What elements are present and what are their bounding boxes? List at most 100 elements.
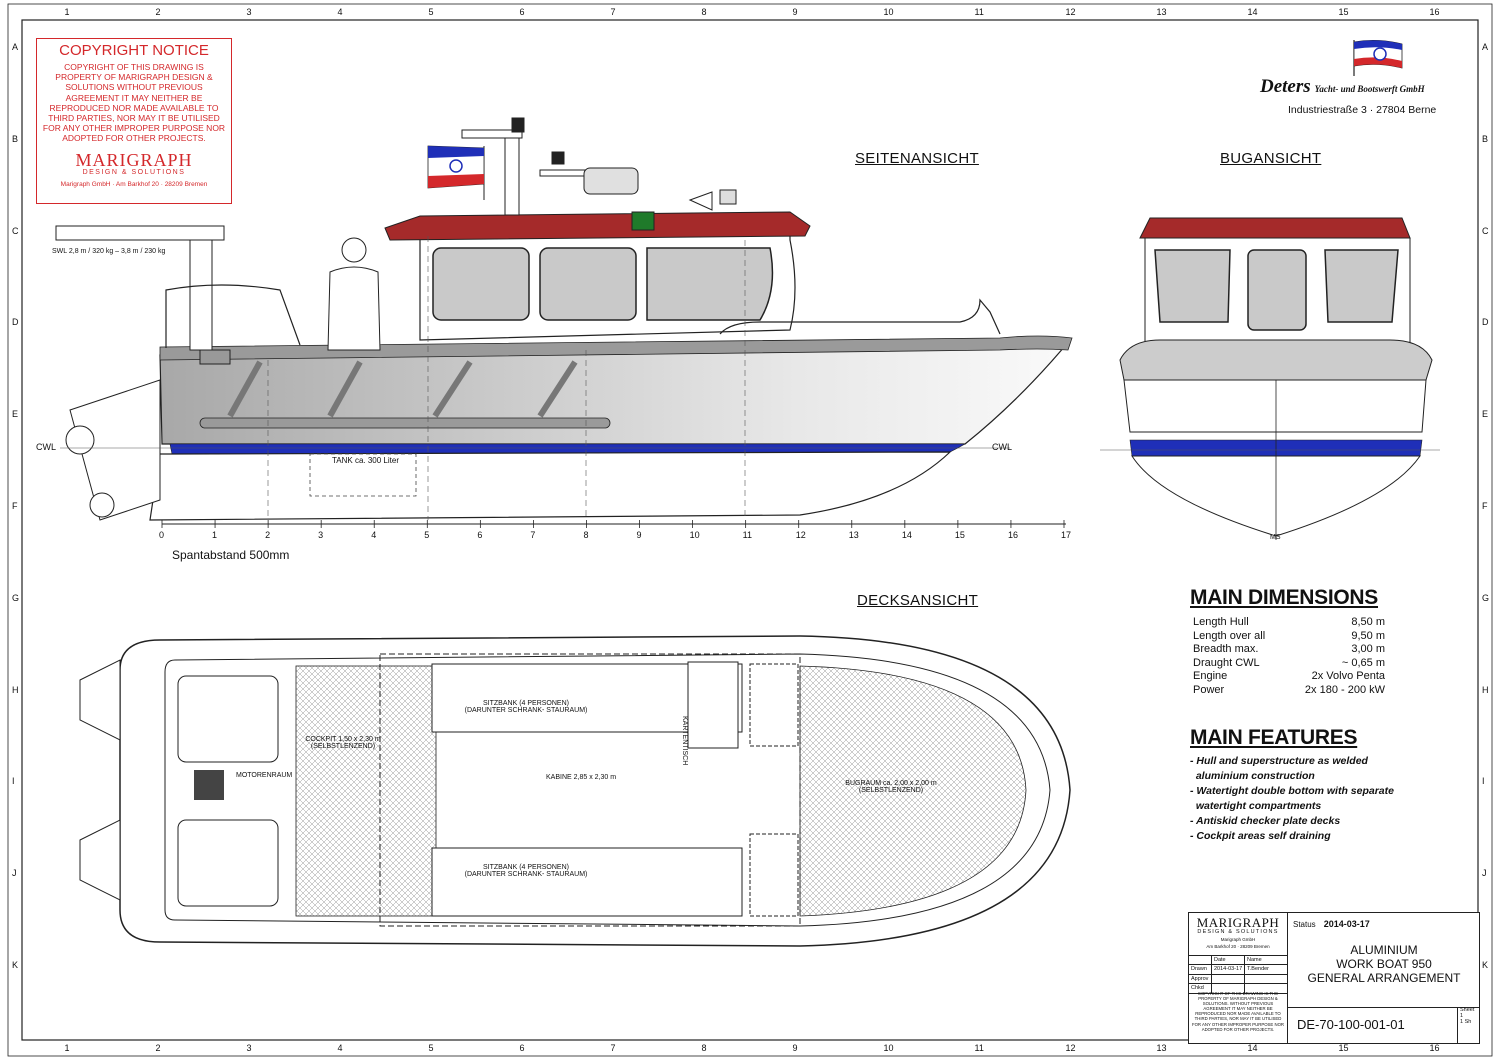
feature-item: aluminium construction — [1190, 770, 1315, 782]
grid-row-right: F — [1482, 501, 1488, 511]
frame-number: 5 — [424, 530, 430, 540]
tb-chkd: Chkd — [1189, 984, 1212, 993]
tb-drawn-name: T.Bender — [1247, 966, 1270, 973]
tb-drawn: Drawn — [1189, 965, 1212, 974]
grid-col-bottom: 11 — [974, 1043, 984, 1053]
grid-col-bottom: 2 — [155, 1043, 161, 1053]
grid-col-bottom: 14 — [1247, 1043, 1258, 1053]
tb-hdr-name: Name — [1247, 957, 1262, 963]
grid-row-right: H — [1482, 684, 1489, 695]
tb-logo-addr1: Marigraph GmbH — [1220, 937, 1256, 942]
deck-seat-top-label: SITZBANK (4 PERSONEN) — [483, 700, 569, 707]
crane-swl-label: SWL 2,8 m / 320 kg – 3,8 m / 230 kg — [52, 248, 166, 255]
dimension-label: Breadth max. — [1193, 643, 1259, 655]
grid-col-top: 11 — [974, 7, 984, 17]
tb-logo-sub: DESIGN & SOLUTIONS — [1197, 929, 1279, 935]
frame-number: 0 — [159, 530, 165, 540]
deck-engine-room: MOTORENRAUM — [236, 772, 293, 779]
grid-row-right: B — [1482, 133, 1489, 144]
deck-view-title: DECKSANSICHT — [857, 592, 979, 609]
tb-sheet-label: Sheet — [1460, 1007, 1475, 1013]
grid-row-left: A — [12, 41, 19, 52]
grid-col-bottom: 7 — [610, 1043, 616, 1053]
frame-number: 11 — [742, 530, 752, 540]
deck-seat-top: SITZBANK (4 PERSONEN) (DARUNTER SCHRANK-… — [456, 700, 596, 714]
dimension-label: Length over all — [1193, 629, 1266, 642]
deck-seat-bottom-sub: (DARUNTER SCHRANK- STAURAUM) — [464, 871, 588, 878]
frame-number: 2 — [265, 530, 271, 540]
dimension-row: Breadth max.3,00 m — [1193, 643, 1385, 657]
frame-number: 4 — [371, 530, 377, 540]
grid-row-right: D — [1482, 317, 1489, 328]
tb-sheet-value: 1 — [1460, 1013, 1464, 1019]
frame-number: 14 — [901, 530, 912, 540]
dimension-value: 2x Volvo Penta — [1311, 670, 1385, 682]
grid-row-right: I — [1482, 776, 1485, 787]
copyright-body: COPYRIGHT OF THIS DRAWING IS PROPERTY OF… — [42, 62, 226, 144]
grid-col-bottom: 1 — [64, 1043, 70, 1053]
grid-row-left: H — [12, 684, 19, 695]
grid-col-top: 15 — [1338, 7, 1349, 17]
tb-divider — [1287, 1007, 1479, 1008]
deck-bow-space-sub: (SELBSTLENZEND) — [858, 787, 924, 794]
grid-row-right: A — [1482, 41, 1489, 52]
grid-col-bottom: 9 — [792, 1043, 798, 1053]
grid-col-top: 7 — [610, 7, 616, 17]
grid-row-right: K — [1482, 960, 1489, 971]
deck-cockpit-sub: (SELBSTLENZEND) — [310, 743, 376, 750]
deck-seat-top-sub: (DARUNTER SCHRANK- STAURAUM) — [464, 707, 588, 714]
tb-drawing-name: ALUMINIUM WORK BOAT 950 GENERAL ARRANGEM… — [1289, 943, 1479, 985]
deck-cockpit: COCKPIT 1,50 x 2,30 m (SELBSTLENZEND) — [298, 736, 388, 750]
tb-approv: Approv — [1189, 974, 1212, 984]
cwl-label-left: CWL — [36, 442, 56, 452]
grid-col-bottom: 5 — [428, 1043, 434, 1053]
deters-flag-icon — [1353, 40, 1403, 76]
frame-number: 13 — [848, 530, 859, 540]
tb-name-line3: GENERAL ARRANGEMENT — [1307, 971, 1461, 985]
grid-row-right: J — [1482, 868, 1487, 879]
grid-col-top: 10 — [883, 7, 894, 17]
tb-drawn-date: 2014-03-17 — [1212, 965, 1245, 974]
marigraph-logo: MARIGRAPH — [75, 149, 193, 170]
tb-sheet: Sheet 1 1 Sh — [1457, 1007, 1480, 1043]
grid-row-left: C — [12, 225, 19, 236]
grid-col-bottom: 3 — [246, 1043, 252, 1053]
tb-logo-addr2: Am Barkhof 20 · 28209 Bremen — [1206, 944, 1270, 949]
tb-status-label: Status — [1293, 920, 1316, 929]
marigraph-logo-sub: DESIGN & SOLUTIONS — [82, 168, 186, 176]
deck-seat-bottom: SITZBANK (4 PERSONEN) (DARUNTER SCHRANK-… — [456, 864, 596, 878]
grid-col-top: 1 — [64, 7, 70, 17]
grid-row-right: E — [1482, 409, 1489, 420]
deck-cockpit-label: COCKPIT 1,50 x 2,30 m — [305, 736, 381, 743]
deck-bow-space-label: BUGRAUM ca. 2,00 x 2,00 m — [845, 780, 937, 787]
grid-row-left: G — [12, 592, 20, 603]
grid-col-top: 8 — [701, 7, 707, 17]
tb-copyright-note: COPYRIGHT OF THIS DRAWING IS THE PROPERT… — [1191, 991, 1285, 1032]
grid-row-right: C — [1482, 225, 1489, 236]
dimension-label: Length Hull — [1193, 616, 1249, 628]
deck-bow-space: BUGRAUM ca. 2,00 x 2,00 m (SELBSTLENZEND… — [836, 780, 946, 794]
grid-row-left: D — [12, 317, 19, 328]
grid-col-top: 12 — [1065, 7, 1076, 17]
grid-row-left: J — [12, 868, 17, 879]
feature-item: - Watertight double bottom with separate — [1190, 785, 1394, 797]
dimension-label: Draught CWL — [1193, 656, 1260, 669]
grid-col-top: 13 — [1156, 7, 1167, 17]
deck-seat-bottom-label: SITZBANK (4 PERSONEN) — [483, 864, 569, 871]
grid-row-left: B — [12, 133, 19, 144]
grid-col-bottom: 12 — [1065, 1043, 1076, 1053]
ms-label: MS — [1270, 534, 1281, 541]
frame-number: 12 — [795, 530, 806, 540]
side-view-drawing — [55, 117, 1073, 528]
tb-name-line2: WORK BOAT 950 — [1336, 957, 1432, 971]
frame-number: 3 — [318, 530, 324, 540]
dimension-value: 2x 180 - 200 kW — [1304, 683, 1385, 696]
